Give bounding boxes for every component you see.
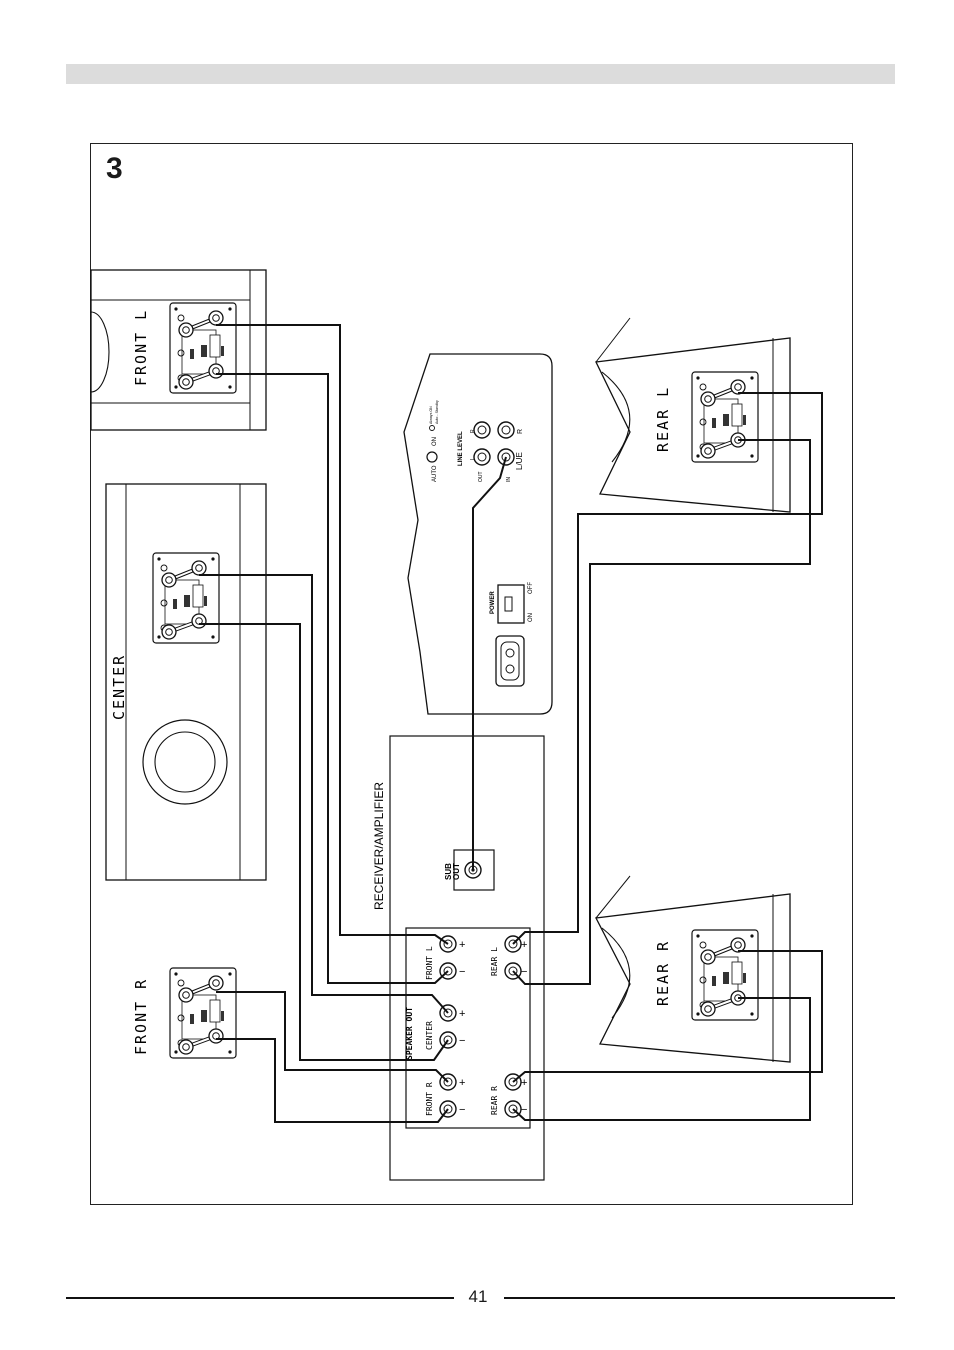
terminal-panel-rear-l	[692, 372, 758, 462]
wire-center-plus	[199, 574, 449, 1014]
subwoofer-panel: LINE LEVEL AUTO ON Always ON Auto - Stan…	[403, 353, 553, 715]
label-on: ON	[432, 437, 438, 446]
speaker-front-r: FRONT R	[132, 968, 236, 1058]
label-sub-r: R	[470, 429, 476, 433]
speaker-center: CENTER	[105, 483, 267, 881]
label-speaker-out: SPEAKER OUT	[405, 1007, 414, 1060]
terminal-panel-rear-r	[692, 930, 758, 1020]
label-rcv-rear-l: REAR L	[490, 947, 499, 976]
terminal-panel-center	[153, 553, 219, 643]
label-rcv-front-r: FRONT R	[425, 1082, 434, 1116]
label-rear-r: REAR R	[654, 940, 672, 1006]
wire-front-l-plus	[216, 324, 449, 945]
label-line-level: LINE LEVEL	[458, 431, 464, 466]
wire-front-l-minus	[216, 373, 449, 984]
speaker-rear-l: REAR L	[595, 317, 791, 513]
terminal-panel-front-r	[170, 968, 236, 1058]
label-rcv-front-l: FRONT L	[425, 946, 434, 980]
label-rcv-rear-r: REAR R	[490, 1086, 499, 1115]
sign-minus: −	[521, 966, 527, 978]
rca-in-r	[497, 421, 515, 439]
label-sub-out-2: OUT	[452, 863, 461, 880]
wire-rear-r-minus	[512, 997, 811, 1121]
label-l-ue: L/UE	[515, 452, 524, 470]
receiver-title: RECEIVER/AMPLIFIER	[372, 782, 386, 910]
speaker-rear-r: REAR R	[594, 875, 791, 1063]
sign-minus: −	[459, 966, 465, 978]
page-number: 41	[468, 1287, 488, 1306]
wire-rear-l-plus	[512, 392, 823, 945]
label-power-off: OFF	[528, 582, 534, 594]
sign-plus: +	[459, 1008, 465, 1020]
sign-minus: −	[459, 1035, 465, 1047]
header-band	[66, 64, 895, 84]
terminal-panel-front-l	[170, 303, 236, 393]
label-rear-l: REAR L	[654, 386, 672, 452]
figure-number: 3	[106, 152, 123, 185]
auto-on-switch	[426, 451, 438, 463]
speaker-front-l: FRONT L	[90, 269, 267, 431]
power-inlet	[495, 635, 525, 687]
sign-minus: −	[459, 1104, 465, 1116]
footer-rule-left	[66, 1297, 454, 1299]
sign-plus: +	[459, 939, 465, 951]
wire-center-minus	[199, 623, 449, 1061]
wire-rear-l-minus	[512, 439, 811, 985]
label-rcv-center: CENTER	[425, 1021, 434, 1050]
rca-out-r	[473, 421, 491, 439]
label-auto: AUTO	[432, 465, 438, 482]
label-hint-auto: Auto - Standby	[435, 400, 439, 424]
figure-frame	[90, 143, 853, 1205]
speaker-wires	[199, 324, 823, 1123]
label-in: IN	[506, 477, 512, 482]
label-front-r: FRONT R	[132, 978, 150, 1055]
wire-rear-r-plus	[512, 950, 823, 1083]
wire-front-r-plus	[216, 991, 449, 1083]
label-front-l: FRONT L	[132, 309, 150, 386]
label-power: POWER	[490, 591, 496, 614]
label-r-in: R	[517, 429, 524, 434]
rca-out-l	[473, 448, 491, 466]
label-sub-out-1: SUB	[444, 863, 453, 880]
wire-sub-out	[472, 456, 507, 870]
label-power-on: ON	[528, 613, 534, 622]
wire-front-r-minus	[216, 1038, 449, 1123]
label-sub-l: L	[470, 457, 476, 460]
label-hint-on: Always ON	[429, 406, 433, 424]
sign-minus: −	[521, 1104, 527, 1116]
label-center: CENTER	[110, 654, 128, 720]
label-out: OUT	[478, 471, 484, 482]
sign-plus: +	[521, 1077, 527, 1089]
footer-rule-right	[504, 1297, 895, 1299]
sign-plus: +	[521, 939, 527, 951]
receiver-amplifier: RECEIVER/AMPLIFIER SUB OUT SPEAKER OUT F…	[372, 735, 545, 1181]
sign-plus: +	[459, 1077, 465, 1089]
